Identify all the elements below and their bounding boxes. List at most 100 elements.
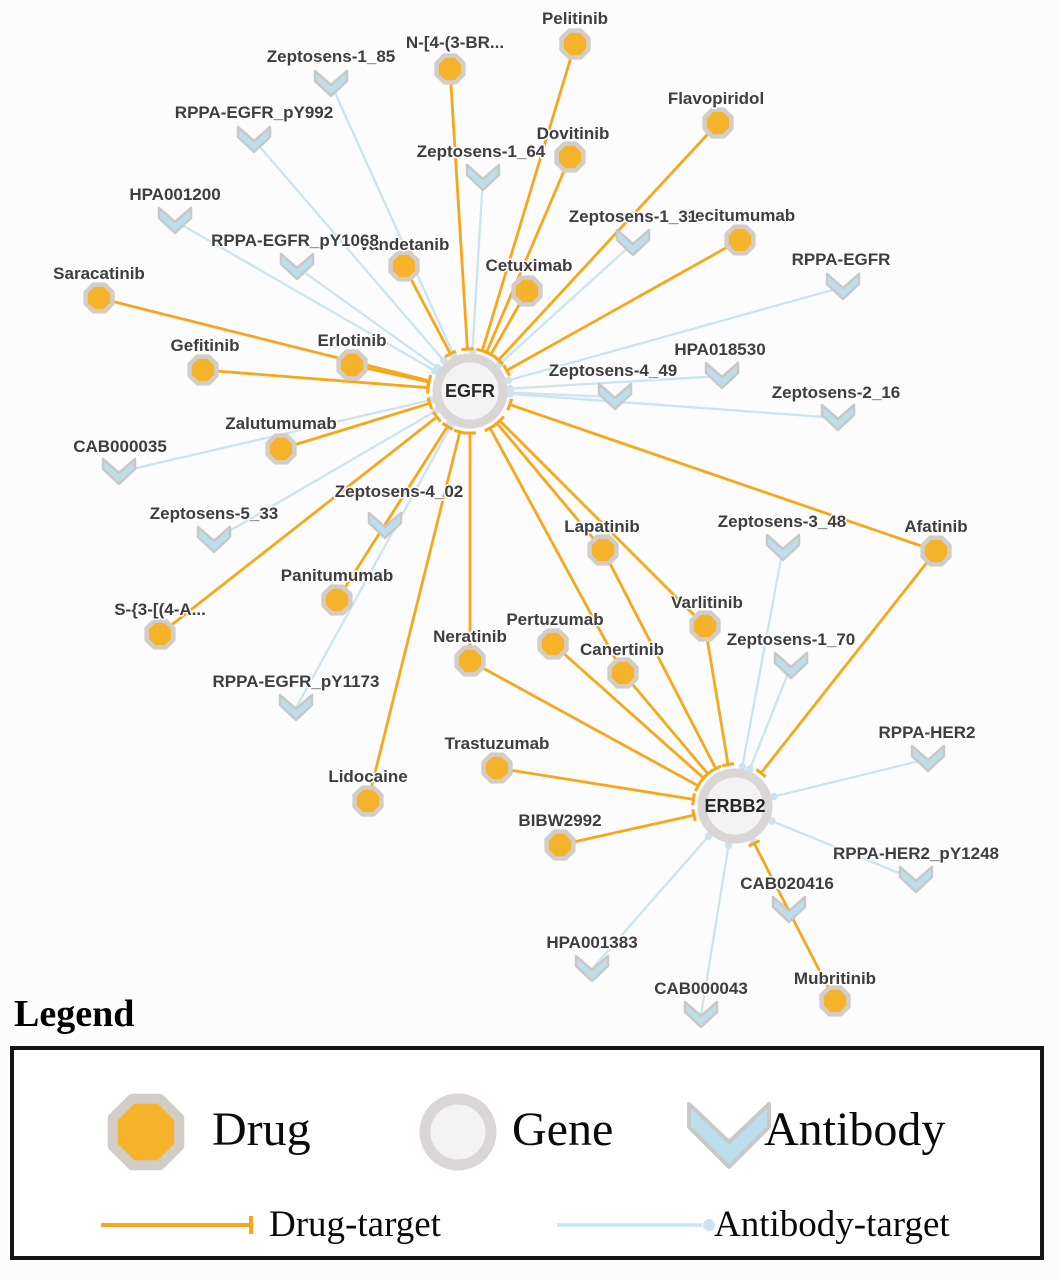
- edge-dovitinib-egfr: [480, 156, 572, 357]
- erlotinib-drug-node: [336, 349, 368, 381]
- lidocaine-label: Lidocaine: [328, 767, 407, 786]
- zeptosens-1-70-antibody-node: [773, 651, 809, 680]
- edge-zeptosens-3-48-erbb2: [738, 547, 785, 771]
- egfr-label: EGFR: [445, 381, 495, 401]
- zeptosens-2-16-label: Zeptosens-2_16: [772, 383, 901, 402]
- drug-gene-antibody-network: EGFRERBB2PelitinibN-[4-(3-BR...Flavopiri…: [52, 8, 1001, 1029]
- zeptosens-1-31-label: Zeptosens-1_31: [569, 207, 698, 226]
- canertinib-label: Canertinib: [580, 640, 664, 659]
- edge-rppa-egfr-py1068-egfr: [296, 266, 442, 372]
- zeptosens-4-02-antibody-node: [367, 511, 403, 540]
- zalutumumab-drug-node: [265, 433, 297, 465]
- lapatinib-drug-node: [587, 534, 619, 566]
- panitumumab-drug-node: [321, 584, 353, 616]
- rppa-egfr-py1068-label: RPPA-EGFR_pY1068: [211, 231, 379, 250]
- cab020416-antibody-node: [771, 895, 807, 924]
- dovitinib-drug-node: [554, 141, 586, 173]
- cetuximab-drug-node: [511, 275, 543, 307]
- hpa001383-label: HPA001383: [546, 933, 637, 952]
- cab000035-antibody-node: [101, 457, 137, 486]
- edge-pelitinib-egfr: [476, 43, 577, 354]
- erbb2-label: ERBB2: [704, 796, 765, 816]
- legend-drug-target-label: Drug-target: [269, 1204, 441, 1245]
- necitumumab-label: Necitumumab: [683, 206, 795, 225]
- mubritinib-drug-node: [819, 985, 851, 1017]
- neratinib-drug-node: [454, 645, 486, 677]
- zeptosens-5-33-label: Zeptosens-5_33: [150, 504, 279, 523]
- edge-zeptosens-1-31-egfr: [495, 242, 634, 368]
- edge-zeptosens-1-85-egfr: [329, 83, 458, 359]
- edge-rppa-her2-erbb2: [770, 757, 929, 801]
- legend-drug-label: Drug: [212, 1103, 311, 1156]
- cab000043-antibody-node: [683, 1000, 719, 1029]
- zeptosens-4-49-antibody-node: [597, 382, 633, 411]
- edge-zeptosens-5-33-egfr: [213, 407, 440, 541]
- edge-canertinib-egfr: [484, 423, 625, 674]
- flavopiridol-drug-node: [702, 107, 734, 139]
- edge-neratinib-erbb2: [469, 659, 703, 792]
- legend-antibody-target-label: Antibody-target: [714, 1204, 950, 1245]
- canertinib-drug-node: [607, 657, 639, 689]
- s-3-4-a-label: S-{3-[(4-A...: [114, 600, 206, 619]
- zeptosens-1-70-label: Zeptosens-1_70: [727, 630, 856, 649]
- legend-gene-label: Gene: [512, 1103, 614, 1156]
- trastuzumab-label: Trastuzumab: [445, 734, 550, 753]
- edge-rppa-egfr-py1173-egfr: [294, 422, 455, 709]
- cab020416-label: CAB020416: [740, 874, 834, 893]
- gefitinib-label: Gefitinib: [171, 336, 240, 355]
- panitumumab-label: Panitumumab: [281, 566, 393, 585]
- antibody-chevron-icon: [687, 1102, 771, 1169]
- edge-rppa-egfr-egfr: [504, 285, 844, 385]
- bibw2992-drug-node: [544, 829, 576, 861]
- edge-zeptosens-1-70-erbb2: [746, 665, 793, 773]
- edge-trastuzumab-erbb2: [496, 766, 696, 806]
- hpa001200-label: HPA001200: [129, 185, 220, 204]
- node-layer: [83, 28, 952, 1029]
- zeptosens-3-48-label: Zeptosens-3_48: [718, 512, 847, 531]
- edge-necitumumab-egfr: [502, 238, 741, 377]
- edge-zeptosens-4-49-egfr: [506, 388, 616, 399]
- erlotinib-label: Erlotinib: [318, 331, 387, 350]
- zeptosens-1-85-antibody-node: [313, 69, 349, 98]
- edge-n-4-3-br-egfr: [448, 68, 474, 351]
- edge-afatinib-erbb2: [755, 550, 938, 778]
- zeptosens-1-64-label: Zeptosens-1_64: [417, 142, 546, 161]
- mubritinib-label: Mubritinib: [794, 969, 876, 988]
- edge-zeptosens-2-16-egfr: [506, 390, 839, 420]
- edge-hpa018530-egfr: [506, 374, 723, 393]
- rppa-egfr-antibody-node: [825, 272, 861, 301]
- edge-hpa001200-egfr: [174, 220, 440, 375]
- rppa-her2-py1248-label: RPPA-HER2_pY1248: [833, 844, 999, 863]
- rppa-her2-label: RPPA-HER2: [879, 723, 976, 742]
- zeptosens-3-48-antibody-node: [765, 533, 801, 562]
- rppa-her2-antibody-node: [910, 744, 946, 773]
- zeptosens-1-64-antibody-node: [465, 163, 501, 192]
- legend-title: Legend: [14, 993, 135, 1035]
- edge-s-3-4-a-egfr: [159, 411, 442, 636]
- zeptosens-4-49-label: Zeptosens-4_49: [549, 361, 678, 380]
- zeptosens-5-33-antibody-node: [196, 525, 232, 554]
- dovitinib-label: Dovitinib: [537, 124, 610, 143]
- edge-vandetanib-egfr: [402, 265, 457, 359]
- edge-rppa-egfr-py992-egfr: [253, 139, 448, 365]
- zeptosens-1-85-label: Zeptosens-1_85: [267, 47, 396, 66]
- gene-circle-icon: [419, 1093, 497, 1171]
- pelitinib-drug-node: [559, 28, 591, 60]
- pelitinib-label: Pelitinib: [542, 9, 608, 28]
- rppa-egfr-py992-antibody-node: [236, 125, 272, 154]
- zeptosens-1-31-antibody-node: [615, 228, 651, 257]
- rppa-egfr-py1173-label: RPPA-EGFR_pY1173: [213, 672, 380, 691]
- drug-target-edge-icon: [101, 1216, 253, 1234]
- rppa-egfr-py1068-antibody-node: [279, 252, 315, 281]
- edge-varlitinib-erbb2: [703, 625, 735, 768]
- gefitinib-drug-node: [187, 354, 219, 386]
- rppa-egfr-py992-label: RPPA-EGFR_pY992: [175, 103, 333, 122]
- edge-flavopiridol-egfr: [493, 122, 720, 366]
- label-layer: EGFRERBB2PelitinibN-[4-(3-BR...Flavopiri…: [52, 8, 1001, 1000]
- edge-gefitinib-egfr: [202, 368, 431, 394]
- pertuzumab-label: Pertuzumab: [506, 610, 603, 629]
- edge-saracatinib-egfr: [98, 296, 433, 387]
- edge-hpa001383-erbb2: [591, 832, 713, 970]
- legend-antibody-label: Antibody: [764, 1103, 946, 1156]
- lidocaine-drug-node: [352, 785, 384, 817]
